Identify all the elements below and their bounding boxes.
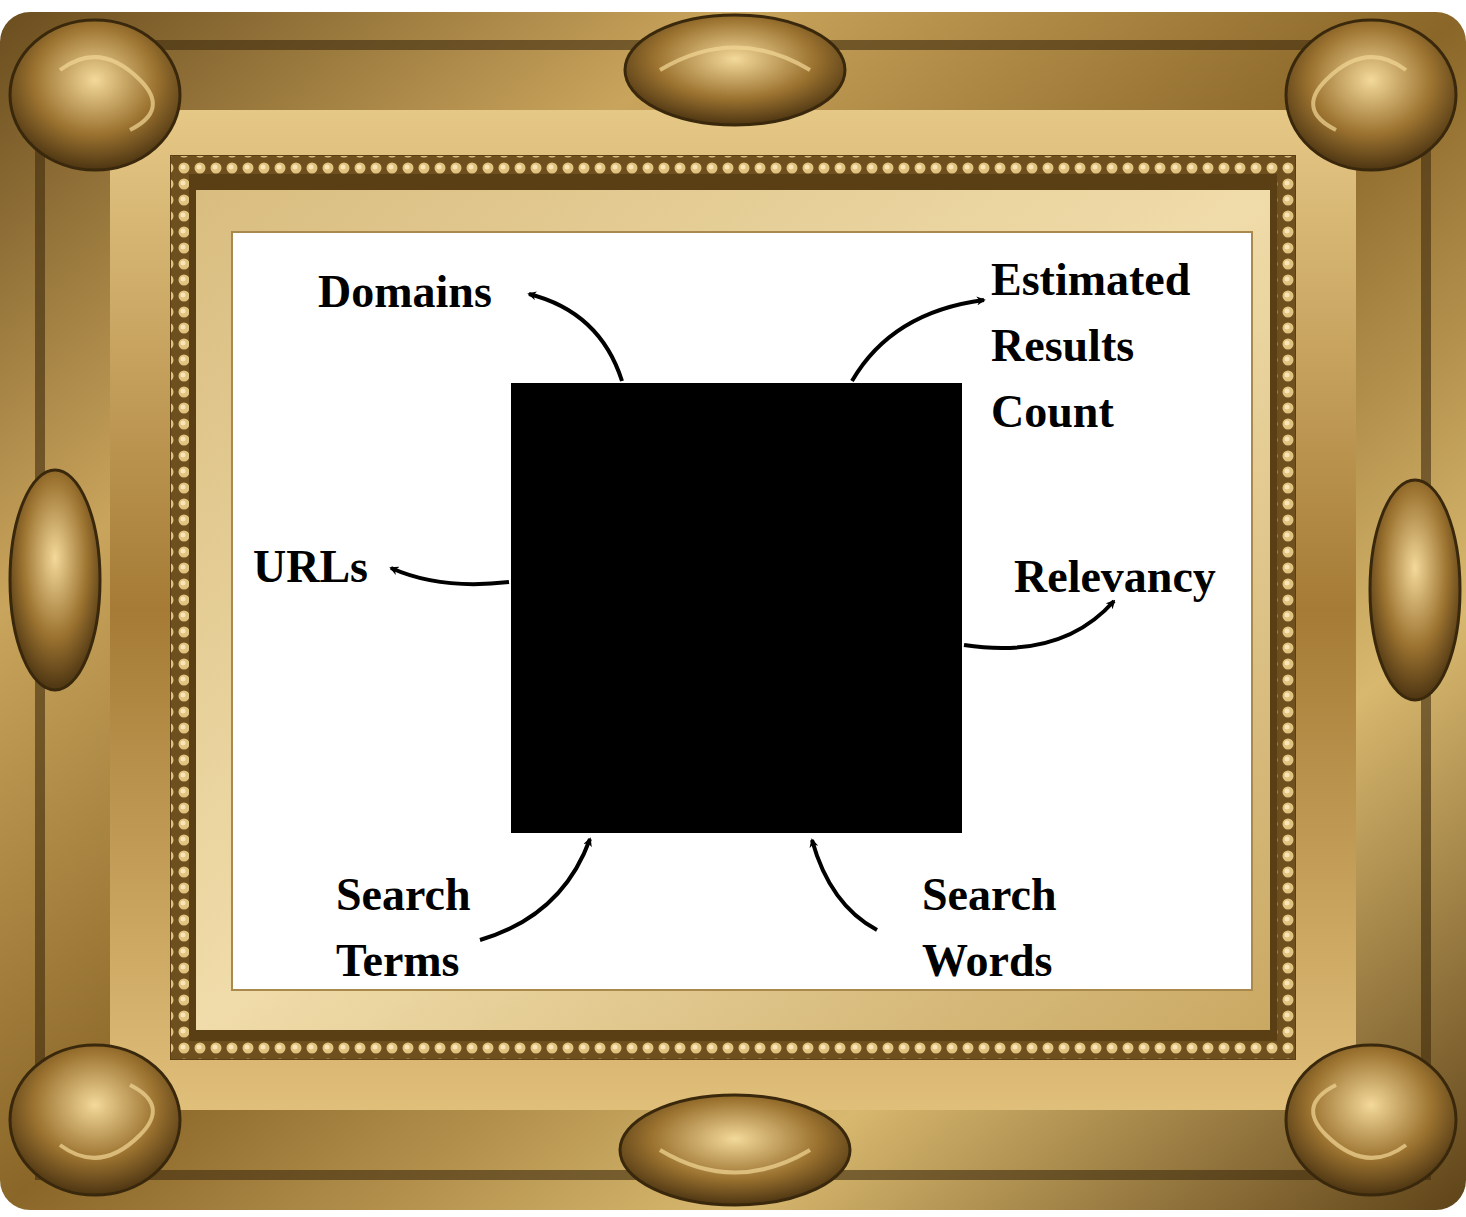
arrow-label: Search Words <box>922 862 1132 994</box>
arrow-label: URLs <box>253 534 388 600</box>
black-box <box>511 383 962 833</box>
arrow-label: Search Terms <box>336 862 536 994</box>
arrow-label: Estimated Results Count <box>991 247 1246 445</box>
arrow-label: Relevancy <box>1014 544 1249 610</box>
arrow-label: Domains <box>318 259 518 325</box>
